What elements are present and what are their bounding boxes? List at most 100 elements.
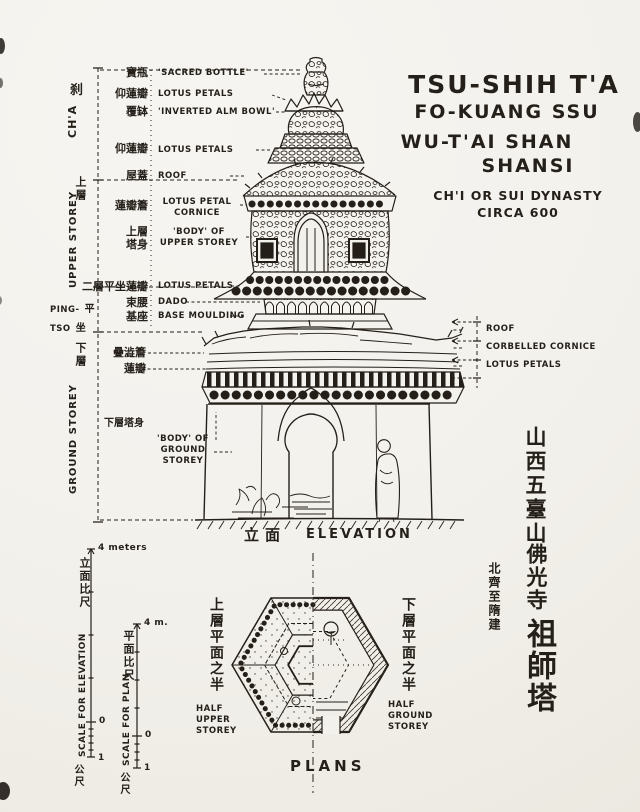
flabel-en-4: ROOF (158, 171, 187, 181)
flabel-zh-6: 上層塔身 (126, 225, 148, 251)
base-moulding (247, 313, 393, 330)
flabel-en-9: BASE MOULDING (158, 311, 245, 321)
inverted-bowl (287, 106, 344, 135)
elev-scale-unit: 公尺 (72, 764, 83, 788)
plan-left-en: HALF UPPER STOREY (196, 704, 237, 736)
section-ground-en: GROUND STOREY (68, 384, 79, 494)
scan-smudge (0, 38, 5, 54)
ground-line (194, 517, 465, 530)
flabel-en-5: LOTUS PETAL CORNICE (162, 197, 232, 218)
corbelled-cornice (201, 371, 465, 388)
plan-upper-half (231, 597, 316, 733)
upper-storey-body (250, 210, 390, 273)
section-upper-zh: 上層 (74, 176, 87, 202)
window-left (256, 238, 278, 263)
section-ground-zh: 下層 (74, 342, 87, 368)
elev-scale-zero: 0 (99, 716, 106, 726)
flabel-en-7: LOTUS PETALS (158, 281, 234, 291)
elevation-caption-zh: 立面 (244, 526, 287, 544)
plans-caption: PLANS (290, 757, 366, 775)
flabel-en-12: 'BODY' OF GROUND STOREY (157, 434, 209, 466)
plan-right-en: HALF GROUND STOREY (388, 700, 433, 732)
scale-bar-plan (132, 623, 142, 769)
dimension-axis (97, 68, 303, 522)
lotus-petal-cornice (243, 195, 397, 212)
elev-scale-top: 4 meters (98, 543, 148, 553)
title-dynasty: CH'I OR SUI DYNASTY (433, 188, 603, 203)
elev-scale-en: SCALE FOR ELEVATION (78, 633, 88, 757)
rlabel-lotus-petals: LOTUS PETALS (486, 360, 562, 370)
flabel-en-6: 'BODY' OF UPPER STOREY (159, 227, 239, 248)
monk-figure (375, 439, 400, 523)
scale-bar-elevation (86, 548, 96, 758)
flabel-zh-8: 束腰 (126, 296, 148, 309)
lotus-tray-upper (279, 133, 353, 149)
elev-scale-zh: 立面比尺 (78, 557, 91, 609)
plan-right-zh: 下層平面之半 (400, 597, 416, 693)
flabel-en-1: LOTUS PETALS (158, 89, 234, 99)
flabel-zh-0: 寶瓶 (126, 66, 148, 79)
scan-smudge (633, 112, 640, 132)
dado (263, 298, 377, 315)
plan-ground-half (313, 596, 390, 734)
flabel-zh-12: 下層塔身 (104, 418, 144, 429)
pingtso-lotus-band (213, 271, 427, 330)
flabel-zh-3: 仰蓮瓣 (115, 142, 148, 155)
section-upper-en: UPPER STOREY (68, 190, 79, 288)
right-leaders (451, 316, 481, 388)
axis-ticks (93, 67, 103, 523)
section-cha-zh: 刹 (70, 83, 84, 98)
plan-scale-zh: 平面比尺 (122, 630, 135, 682)
niche-arch (293, 212, 329, 273)
flabel-zh-10: 疊澁簷 (113, 346, 146, 359)
door-hood (277, 387, 345, 442)
flabel-en-3: LOTUS PETALS (158, 145, 234, 155)
label-leaders (142, 73, 300, 453)
title-line-2: FO-KUANG SSU (414, 101, 600, 123)
lotus-crown (284, 92, 344, 112)
section-pingtso: PING- 平 TSO 坐 (50, 304, 95, 334)
flabel-zh-2: 覆缽 (126, 105, 148, 118)
plan-scale-one: 1 (144, 763, 151, 773)
flabel-en-0: 'SACRED BOTTLE' (158, 68, 249, 78)
window-right (348, 238, 370, 263)
finial (267, 56, 365, 164)
plan-scale-unit: 公尺 (118, 772, 129, 796)
title-line-3: WU-T'AI SHAN (400, 131, 574, 153)
debris (232, 485, 332, 519)
flabel-zh-9: 基座 (126, 310, 148, 323)
scan-smudge (0, 296, 2, 305)
flabel-zh-4: 屋蓋 (126, 169, 148, 182)
title-line-1: TSU-SHIH T'A (408, 70, 620, 99)
rlabel-corbelled-cornice: CORBELLED CORNICE (486, 342, 596, 352)
scan-smudge (0, 782, 10, 800)
plan-scale-top: 4 m. (144, 618, 169, 628)
eave-lotus-petals (201, 386, 465, 404)
plan-scale-zero: 0 (145, 730, 152, 740)
flabel-zh-1: 仰蓮瓣 (115, 87, 148, 100)
scan-smudge (0, 78, 3, 88)
section-cha-en: CH'A (66, 104, 79, 138)
calligraphy-temple: 佛光寺 (524, 543, 548, 612)
ground-storey-body (203, 387, 433, 523)
calligraphy-place: 山西五臺山 (523, 426, 547, 546)
calligraphy-pagoda-name: 祖師塔 (521, 618, 556, 714)
title-circa: CIRCA 600 (477, 205, 559, 220)
elevation-caption-en: ELEVATION (306, 527, 413, 542)
flabel-zh-5: 蓮瓣簷 (115, 199, 148, 212)
plan-left-zh: 上層平面之半 (208, 597, 224, 693)
title-line-4: SHANSI (481, 155, 575, 177)
ground-storey-roof (201, 319, 465, 404)
plan-scale-en: SCALE FOR PLAN (122, 673, 132, 766)
rlabel-roof: ROOF (486, 324, 515, 334)
upper-roof (242, 157, 397, 212)
flabel-en-8: DADO (158, 297, 188, 307)
flabel-zh-11: 蓮瓣 (124, 362, 146, 375)
lotus-tray-lower (267, 147, 365, 164)
door-arch (284, 413, 338, 519)
flabel-zh-7: 二層平坐蓮瓣 (82, 280, 148, 293)
flabel-en-2: 'INVERTED ALM BOWL' (158, 107, 276, 117)
calligraphy-note: 北齊至隋建 (487, 562, 501, 632)
